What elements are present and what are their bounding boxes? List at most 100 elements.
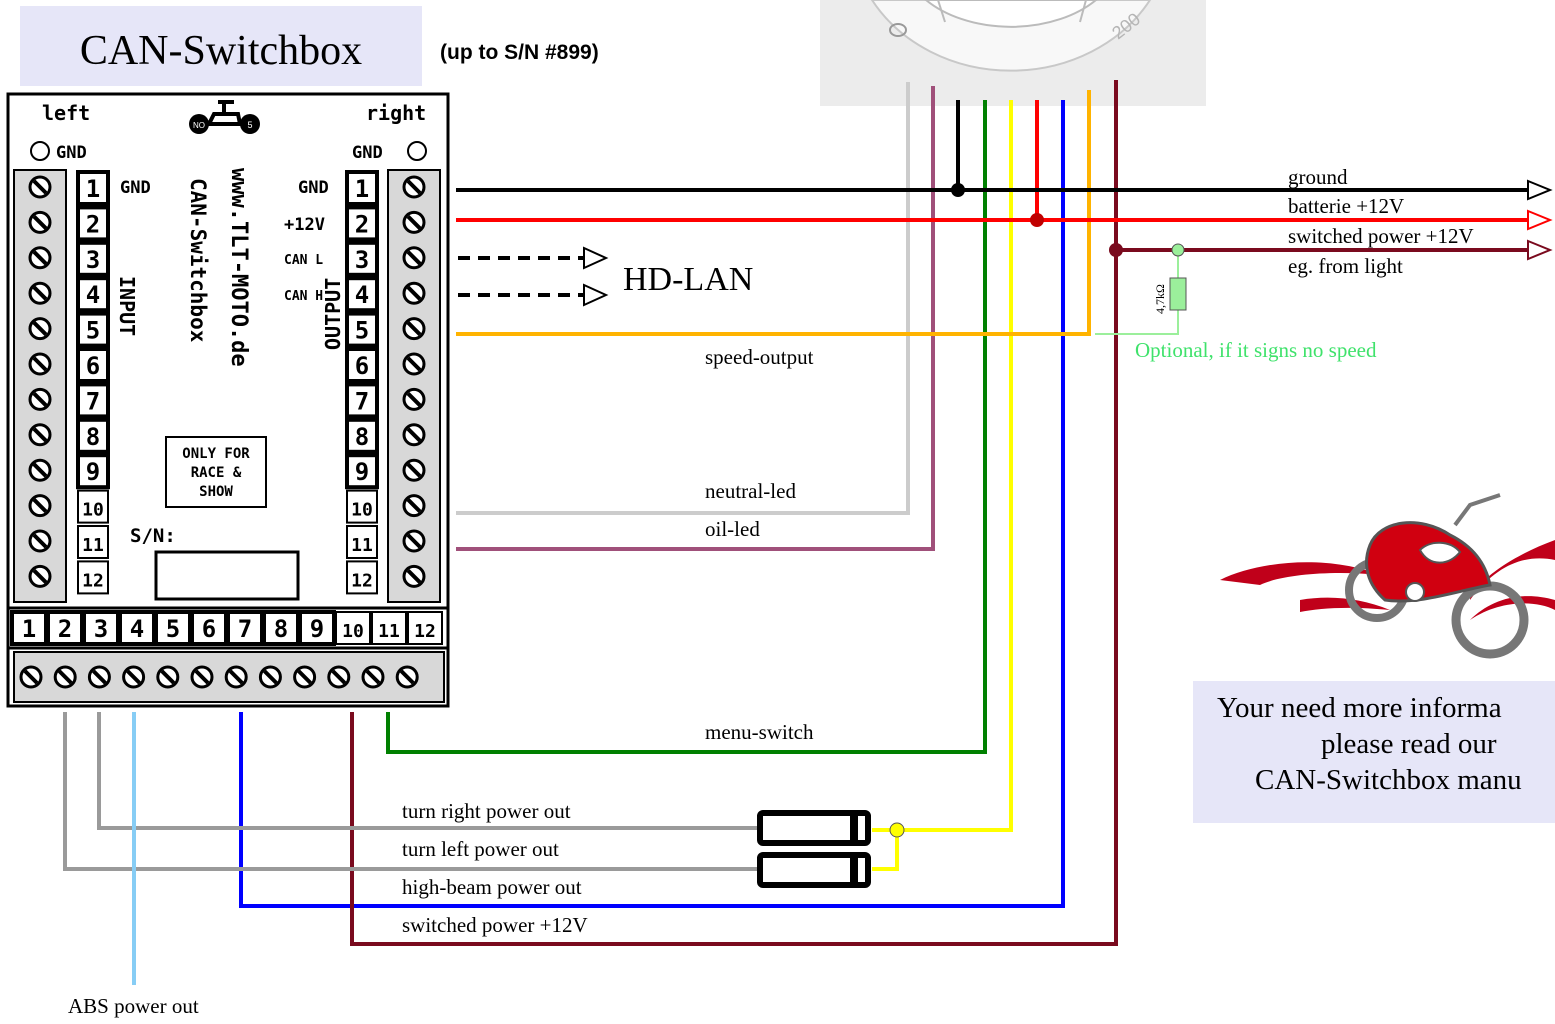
bottom-terminal-screw-icon xyxy=(293,665,317,689)
bottom-terminal-screw-icon xyxy=(53,665,77,689)
left-terminal-screw-icon xyxy=(28,423,52,447)
input-pin-3: 3 xyxy=(76,240,110,277)
input-pin-10: 10 xyxy=(77,489,109,524)
bottom-pin-7: 7 xyxy=(226,610,264,646)
svg-text:11: 11 xyxy=(82,535,104,556)
hdlan-label: HD-LAN xyxy=(623,261,753,298)
svg-text:8: 8 xyxy=(355,423,369,451)
svg-text:10: 10 xyxy=(351,500,373,521)
svg-text:11: 11 xyxy=(378,621,400,642)
junction-battery xyxy=(1030,213,1044,227)
svg-text:11: 11 xyxy=(351,535,373,556)
input-pin-4: 4 xyxy=(76,276,110,313)
svg-text:10: 10 xyxy=(82,500,104,521)
bottom-terminal-screw-icon xyxy=(156,665,180,689)
svg-text:7: 7 xyxy=(355,387,369,415)
output-pin4-label: CAN H xyxy=(284,289,323,304)
svg-text:4: 4 xyxy=(130,615,144,643)
svg-text:4: 4 xyxy=(355,281,369,309)
left-terminal-screw-icon xyxy=(28,175,52,199)
bottom-terminal-screw-icon xyxy=(258,665,282,689)
right-terminal-screw-icon xyxy=(402,246,426,270)
bottom-terminal-screw-icon xyxy=(190,665,214,689)
gnd-label-left: GND xyxy=(56,143,87,163)
wire-oil xyxy=(456,86,935,551)
info-line-3: CAN-Switchbox manu xyxy=(1255,764,1522,796)
warning-box xyxy=(165,436,267,508)
hdlan-arrow-can-h xyxy=(583,283,609,307)
bus-label-ground: ground xyxy=(1288,165,1348,189)
bus-label-battery: batterie +12V xyxy=(1288,194,1404,218)
svg-text:6: 6 xyxy=(355,352,369,380)
hdlan-arrow-can-l xyxy=(583,246,609,270)
svg-text:6: 6 xyxy=(202,615,216,643)
junction-switched xyxy=(1109,243,1123,257)
right-terminal-screw-icon xyxy=(402,317,426,341)
svg-text:9: 9 xyxy=(355,458,369,486)
output-pin-3: 3 xyxy=(345,240,379,277)
warning-line-2: RACE & xyxy=(191,465,242,481)
left-terminal-screw-icon xyxy=(28,387,52,411)
left-terminal-screw-icon xyxy=(28,564,52,588)
output-pin2-label: +12V xyxy=(284,215,325,235)
input-pin-7: 7 xyxy=(76,382,110,419)
bottom-pin-12: 12 xyxy=(407,611,443,645)
product-name: CAN-Switchbox xyxy=(186,178,210,343)
relay-left xyxy=(757,852,871,888)
label-speed-output: speed-output xyxy=(705,345,814,369)
svg-text:3: 3 xyxy=(94,615,108,643)
title-box xyxy=(20,6,422,86)
arrow-battery xyxy=(1527,209,1553,231)
output-pin-5: 5 xyxy=(345,311,379,348)
sn-label: S/N: xyxy=(130,525,176,547)
output-pin-11: 11 xyxy=(346,525,378,559)
junction-ground xyxy=(951,183,965,197)
output-pin-2: 2 xyxy=(345,205,379,242)
svg-text:8: 8 xyxy=(274,615,288,643)
svg-text:1: 1 xyxy=(22,615,36,643)
svg-text:2: 2 xyxy=(58,615,72,643)
svg-text:7: 7 xyxy=(86,387,100,415)
label-menu-switch: menu-switch xyxy=(705,720,814,744)
bottom-terminal-screw-icon xyxy=(122,665,146,689)
bottom-terminal-screw-icon xyxy=(361,665,385,689)
wire-turn-right xyxy=(97,712,760,830)
output-pin-1: 1 xyxy=(345,170,379,206)
wire-speed xyxy=(456,90,1091,336)
right-terminal-screw-icon xyxy=(402,458,426,482)
bottom-terminal-screw-icon xyxy=(327,665,351,689)
label-oil-led: oil-led xyxy=(705,517,760,541)
label-turn-right: turn right power out xyxy=(402,799,571,823)
svg-text:12: 12 xyxy=(82,570,104,591)
right-terminal-screw-icon xyxy=(402,352,426,376)
bottom-terminal-screw-icon xyxy=(395,665,419,689)
output-pin-12: 12 xyxy=(346,560,378,595)
svg-text:8: 8 xyxy=(86,423,100,451)
svg-text:5: 5 xyxy=(86,317,100,345)
svg-text:2: 2 xyxy=(86,210,100,238)
left-terminal-screw-icon xyxy=(28,246,52,270)
relay-right xyxy=(757,810,871,846)
right-terminal-screw-icon xyxy=(402,210,426,234)
svg-text:1: 1 xyxy=(86,175,100,203)
right-screws xyxy=(402,175,426,588)
left-terminal-screw-icon xyxy=(28,494,52,518)
left-terminal-screw-icon xyxy=(28,210,52,234)
right-terminal-screw-icon xyxy=(402,175,426,199)
output-pin-9: 9 xyxy=(345,453,379,490)
wire-high-beam xyxy=(239,100,1065,908)
arrow-ground xyxy=(1527,179,1553,201)
info-line-2: please read our xyxy=(1321,728,1497,760)
warning-line-1: ONLY FOR xyxy=(182,446,250,462)
left-terminal-screw-icon xyxy=(28,529,52,553)
bottom-pin-9: 9 xyxy=(298,610,336,646)
bottom-pin-5: 5 xyxy=(154,610,192,646)
svg-text:3: 3 xyxy=(86,246,100,274)
wire-neutral xyxy=(456,82,910,515)
junction-turn xyxy=(889,822,905,838)
gauge-hole-left xyxy=(889,23,907,37)
gnd-label-right: GND xyxy=(352,143,383,163)
output-pin3-label: CAN L xyxy=(284,253,323,268)
right-terminal-screw-icon xyxy=(402,423,426,447)
